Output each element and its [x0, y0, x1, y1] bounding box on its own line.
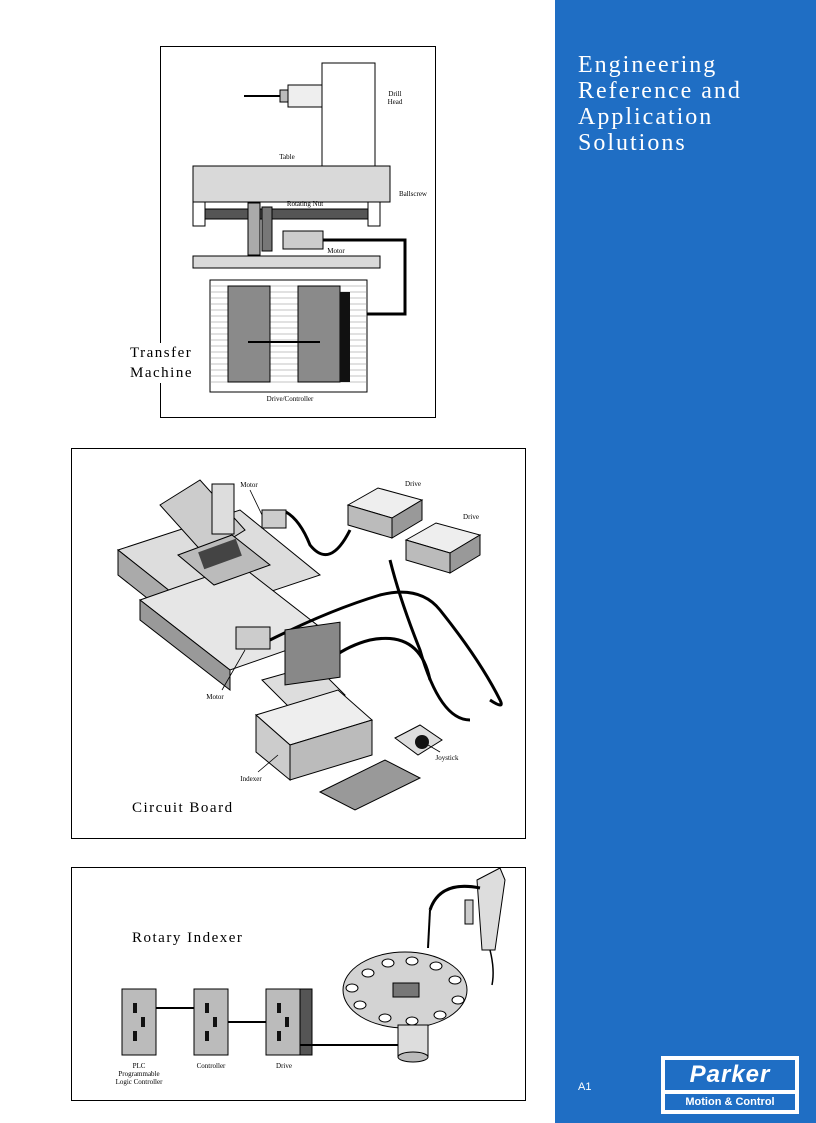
logo-subtitle: Motion & Control	[665, 1094, 795, 1110]
label-plc: PLC	[132, 1062, 146, 1070]
label-rotating-nut: Rotating Nut	[286, 200, 324, 208]
label-ballscrew: Ballscrew	[399, 190, 427, 198]
label-joystick: Joystick	[435, 754, 459, 762]
label-table: Table	[279, 153, 295, 161]
label-indexer: Indexer	[240, 775, 262, 783]
page-number: A1	[578, 1081, 592, 1093]
label-drive-1: Drive	[405, 480, 421, 488]
logo-word: Parker	[665, 1060, 795, 1090]
title-line-4: Solutions	[578, 130, 687, 156]
label-controller: Controller	[196, 1062, 226, 1070]
label-motor: Motor	[327, 247, 345, 255]
title-line-1: Engineering	[578, 52, 718, 78]
label-drive: Drive	[276, 1062, 292, 1070]
label-drive-2: Drive	[463, 513, 479, 521]
label-drive-controller: Drive/Controller	[266, 395, 314, 403]
section-title: Engineering Reference and Application So…	[578, 52, 808, 156]
label-plc-full: Programmable Logic Controller	[115, 1070, 163, 1086]
parker-logo: Parker Motion & Control	[661, 1056, 799, 1114]
title-line-2: Reference and	[578, 78, 742, 104]
label-drill-head: Drill Head	[387, 90, 403, 106]
transfer-machine-caption: Transfer Machine	[130, 343, 197, 383]
blue-sidebar	[555, 0, 816, 1123]
caption-line-1: Transfer	[130, 345, 193, 361]
label-motor-bottom: Motor	[206, 693, 224, 701]
rotary-indexer-caption: Rotary Indexer	[132, 928, 244, 948]
caption-line-2: Machine	[130, 365, 193, 381]
circuit-board-caption: Circuit Board	[132, 798, 234, 818]
label-motor-top: Motor	[240, 481, 258, 489]
title-line-3: Application	[578, 104, 714, 130]
